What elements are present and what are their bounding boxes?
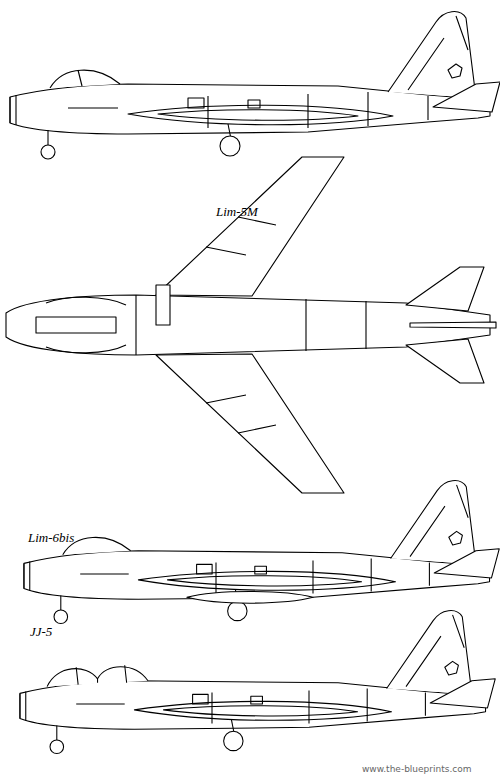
watermark: www.the-blueprints.com: [362, 764, 472, 775]
variant-label: JJ-5: [30, 624, 52, 640]
variant-label: Lim-5M: [216, 204, 258, 220]
variant-label: Lim-6bis: [28, 530, 74, 546]
